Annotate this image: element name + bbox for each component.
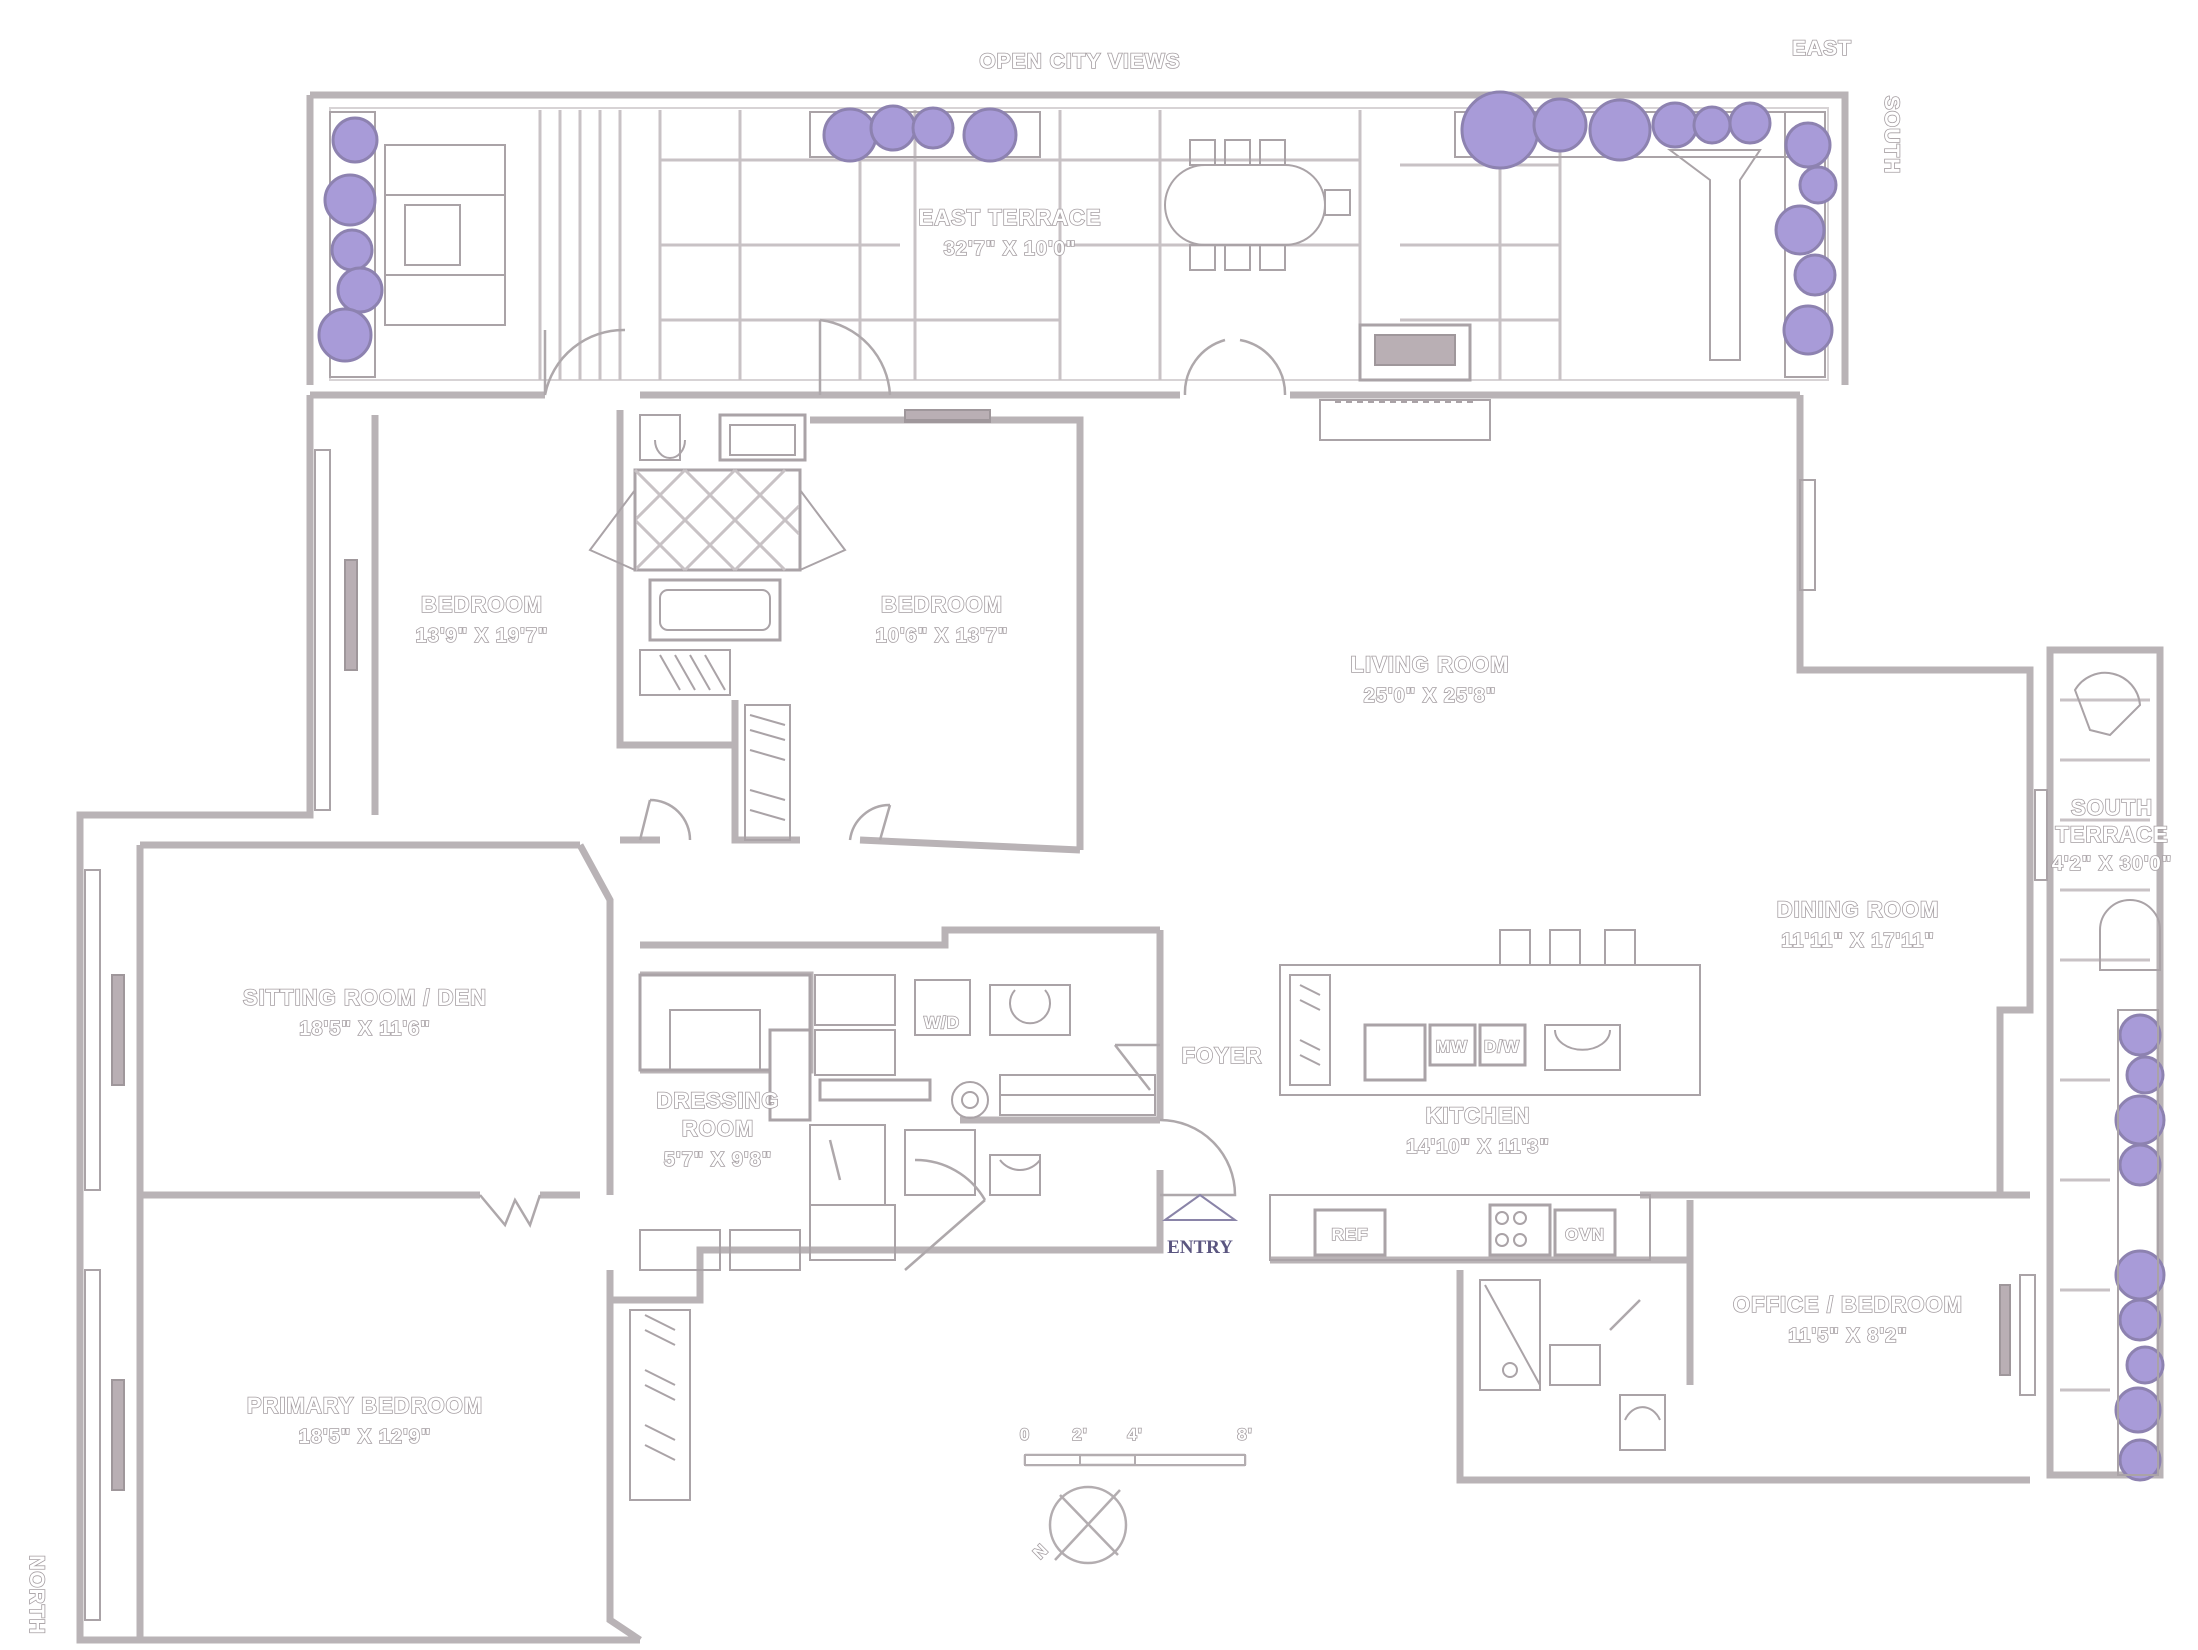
- east-terrace-name: EAST TERRACE: [918, 205, 1101, 230]
- scale-tick-0: 0: [1020, 1425, 1030, 1444]
- dressing-bath-fixtures: [638, 973, 1239, 1271]
- refrigerator-label: REF: [1332, 1225, 1369, 1244]
- office-dining-fixtures: [1799, 479, 2048, 1396]
- south-terrace-decking: [2060, 671, 2161, 1476]
- kitchen-fixtures: [1269, 929, 1701, 1451]
- dressing-room-name-line2: ROOM: [682, 1116, 754, 1141]
- south-label: SOUTH: [1880, 96, 1903, 175]
- hall-bath-fixtures: [588, 409, 991, 841]
- scale-tick-8: 8': [1237, 1425, 1253, 1444]
- terrace-decking: [329, 110, 1826, 441]
- bedroom-1-name: BEDROOM: [421, 592, 543, 617]
- scale-bar: 0 2' 4' 8': [1019, 1424, 1253, 1467]
- scale-tick-4: 4': [1127, 1425, 1143, 1444]
- dining-room-dims: 11'11" X 17'11": [1781, 930, 1935, 952]
- kitchen-dims: 14'10" X 11'3": [1406, 1136, 1550, 1158]
- kitchen-name: KITCHEN: [1426, 1103, 1531, 1128]
- top-direction-label: OPEN CITY VIEWS: [979, 50, 1180, 73]
- living-room-dims: 25'0" X 25'8": [1364, 685, 1497, 707]
- sitting-primary-fixtures: [84, 869, 691, 1621]
- east-label: EAST: [1792, 37, 1852, 60]
- entry-label: ENTRY: [1167, 1237, 1233, 1258]
- north-label: NORTH: [25, 1555, 48, 1635]
- dressing-room-name-line1: DRESSING: [657, 1088, 780, 1113]
- east-terrace-dims: 32'7" X 10'0": [944, 238, 1077, 260]
- microwave-label: MW: [1436, 1037, 1468, 1056]
- bedroom-1-fixtures: [314, 449, 358, 811]
- terrace-plants: [317, 90, 2166, 1482]
- living-room-name: LIVING ROOM: [1351, 652, 1510, 677]
- compass-rose-icon: N: [1029, 1485, 1128, 1565]
- primary-bedroom-dims: 18'5" X 12'9": [299, 1426, 432, 1448]
- compass-label: N: [1029, 1540, 1052, 1563]
- washer-dryer-label: W/D: [924, 1013, 960, 1032]
- dressing-room-dims: 5'7" X 9'8": [664, 1149, 772, 1171]
- sitting-room-dims: 18'5" X 11'6": [299, 1018, 431, 1040]
- sitting-room-name: SITTING ROOM / DEN: [243, 985, 487, 1010]
- office-name: OFFICE / BEDROOM: [1733, 1292, 1963, 1317]
- direction-labels: OPEN CITY VIEWS EAST SOUTH NORTH: [24, 36, 1904, 1635]
- office-dims: 11'5" X 8'2": [1788, 1325, 1907, 1347]
- primary-bedroom-name: PRIMARY BEDROOM: [247, 1393, 483, 1418]
- scale-tick-2: 2': [1072, 1425, 1088, 1444]
- dining-room-name: DINING ROOM: [1777, 897, 1940, 922]
- bedroom-1-dims: 13'9" X 19'7": [416, 625, 549, 647]
- south-terrace-name-line1: SOUTH: [2071, 795, 2153, 820]
- south-terrace-dims: 4'2" X 30'0": [2052, 853, 2173, 875]
- oven-label: OVN: [1565, 1225, 1605, 1244]
- south-terrace-name-line2: TERRACE: [2055, 822, 2168, 847]
- foyer-name: FOYER: [1182, 1043, 1263, 1068]
- bedroom-2-name: BEDROOM: [881, 592, 1003, 617]
- room-labels: EAST TERRACE 32'7" X 10'0" BEDROOM 13'9"…: [242, 204, 2173, 1449]
- appliance-labels: W/D MW D/W REF OVN: [923, 1012, 1605, 1245]
- dishwasher-label: D/W: [1484, 1037, 1520, 1056]
- bedroom-2-dims: 10'6" X 13'7": [876, 625, 1009, 647]
